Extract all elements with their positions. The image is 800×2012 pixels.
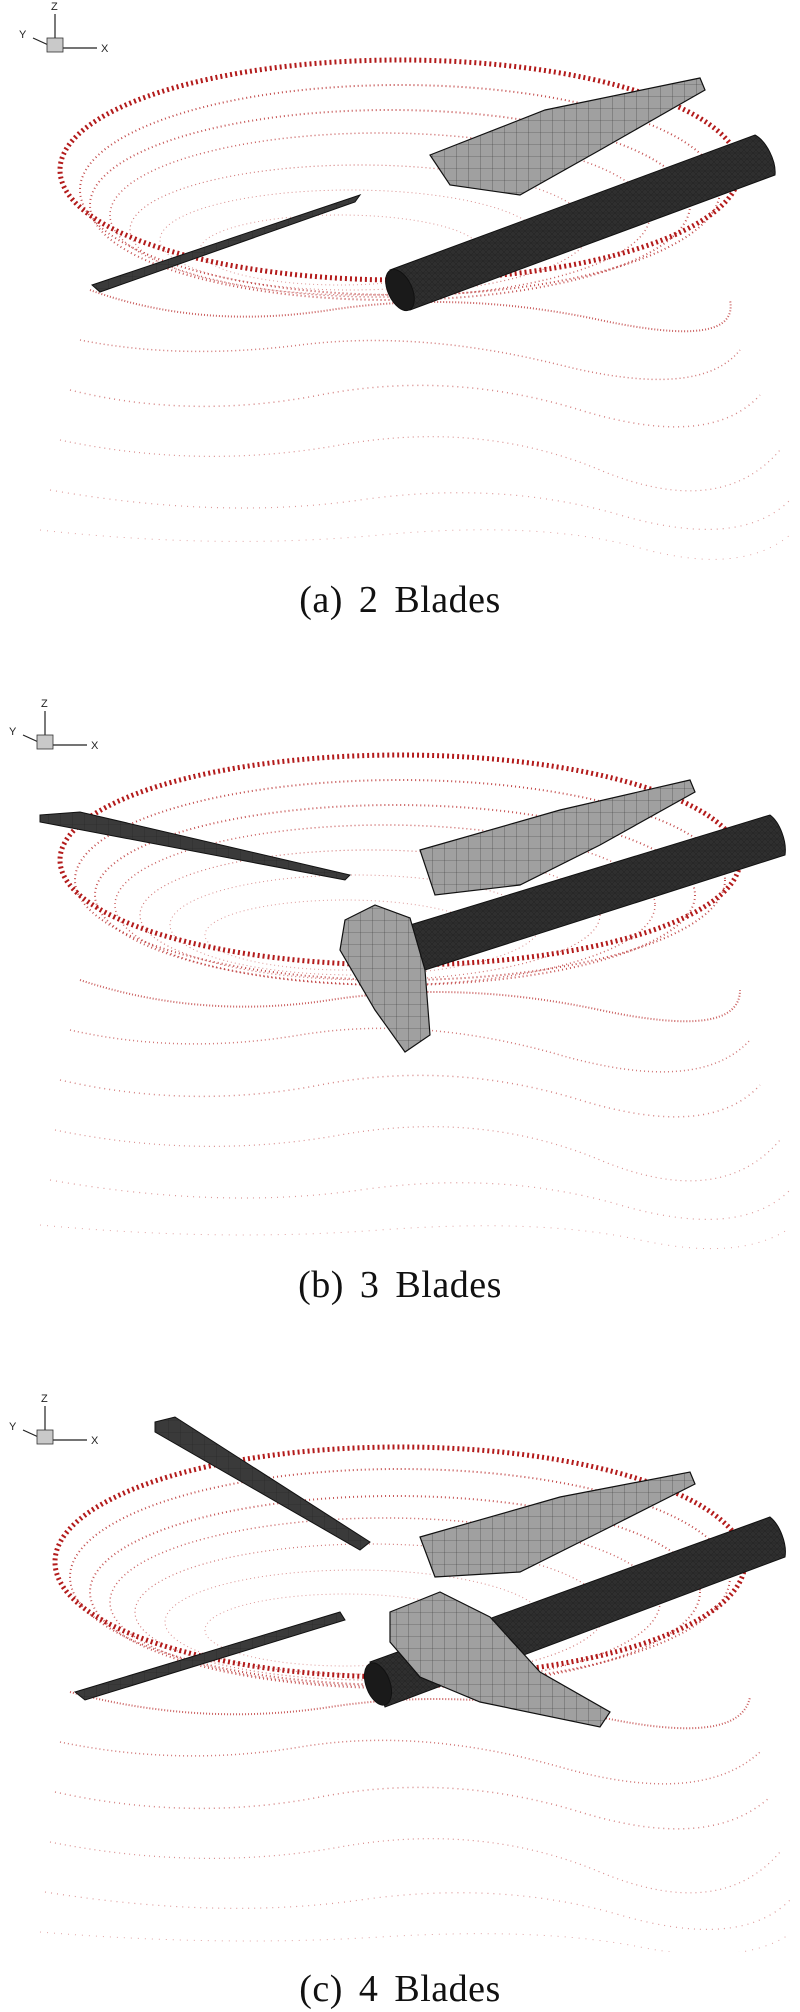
hub-shaft xyxy=(409,814,786,971)
axis-y-label: Y xyxy=(19,29,27,41)
axis-z-label: Z xyxy=(41,698,48,710)
axis-x-label: X xyxy=(91,740,99,752)
panel-c: Z Y X xyxy=(0,1372,800,2012)
particle-wake xyxy=(39,57,791,560)
axis-x-label: X xyxy=(91,1435,99,1447)
particle-wake xyxy=(39,1444,791,1952)
panel-b: Z Y X xyxy=(0,680,800,1306)
axis-triad-icon: Z Y X xyxy=(9,1393,99,1447)
panel-b-figure: Z Y X xyxy=(9,698,791,1250)
axis-y-label: Y xyxy=(9,726,17,738)
panel-a-figure: Z Y X xyxy=(19,1,791,560)
axis-x-label: X xyxy=(101,43,109,55)
caption-a: (a) 2 Blades xyxy=(299,579,501,621)
axis-triad-icon: Z Y X xyxy=(9,698,99,752)
axis-triad-icon: Z Y X xyxy=(19,1,109,55)
axis-z-label: Z xyxy=(41,1393,48,1405)
axis-y-label: Y xyxy=(9,1421,17,1433)
axis-z-label: Z xyxy=(51,1,58,13)
caption-c: (c) 4 Blades xyxy=(299,1968,501,2010)
panel-a: Z Y X xyxy=(0,0,800,621)
hub-shaft xyxy=(385,134,776,312)
caption-b: (b) 3 Blades xyxy=(298,1264,502,1306)
panel-c-figure: Z Y X xyxy=(9,1393,791,1952)
